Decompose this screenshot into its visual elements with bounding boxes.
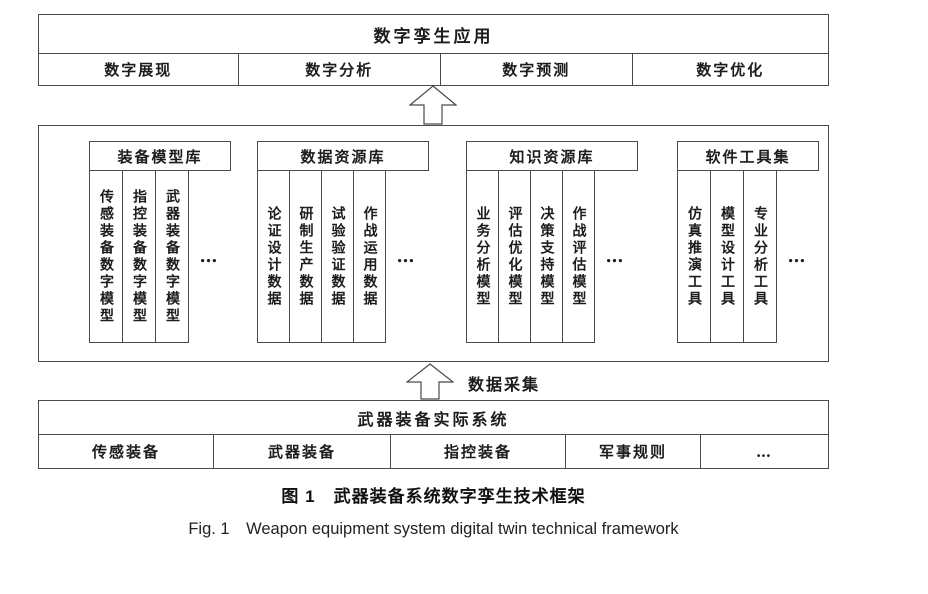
vertical-item-label: 仿真推演工具 — [686, 205, 702, 308]
resource-layer: 装备模型库 传感装备数字模型 指控装备数字模型 武器装备数字模型 … 数据资源库… — [38, 125, 829, 362]
bottom-cell-sensor-equipment: 传感装备 — [39, 435, 214, 468]
vertical-item: 作战评估模型 — [562, 170, 595, 343]
ellipsis: … — [396, 246, 416, 267]
data-collection-label: 数据采集 — [468, 375, 541, 394]
physical-system-cells-row: 传感装备 武器装备 指控装备 军事规则 … — [39, 435, 828, 468]
group-software-toolset: 软件工具集 仿真推演工具 模型设计工具 专业分析工具 … — [677, 141, 819, 343]
vertical-item-label: 业务分析模型 — [474, 205, 491, 308]
ellipsis: … — [605, 246, 625, 267]
vertical-item: 武器装备数字模型 — [155, 170, 189, 343]
vertical-item-label: 传感装备数字模型 — [98, 188, 114, 325]
vertical-item: 决策支持模型 — [530, 170, 563, 343]
vertical-item: 仿真推演工具 — [677, 170, 711, 343]
group-items-row: 论证设计数据 研制生产数据 试验验证数据 作战运用数据 … — [257, 170, 429, 343]
application-cells-row: 数字展现 数字分析 数字预测 数字优化 — [39, 54, 828, 85]
group-title: 装备模型库 — [89, 141, 231, 171]
group-equipment-model-lib: 装备模型库 传感装备数字模型 指控装备数字模型 武器装备数字模型 … — [89, 141, 231, 343]
vertical-item: 模型设计工具 — [710, 170, 744, 343]
vertical-item: 传感装备数字模型 — [89, 170, 123, 343]
vertical-item-label: 指控装备数字模型 — [131, 188, 147, 325]
vertical-item: 专业分析工具 — [743, 170, 777, 343]
vertical-item: 评估优化模型 — [498, 170, 531, 343]
bottom-cell-military-rules: 军事规则 — [566, 435, 701, 468]
application-layer-title-text: 数字孪生应用 — [373, 26, 494, 47]
vertical-item-label: 作战评估模型 — [570, 205, 587, 308]
figure-caption-zh: 图 1 武器装备系统数字孪生技术框架 — [281, 487, 586, 506]
group-items-row: 仿真推演工具 模型设计工具 专业分析工具 … — [677, 170, 819, 343]
vertical-item-label: 模型设计工具 — [719, 205, 735, 308]
application-layer-title: 数字孪生应用 — [39, 15, 828, 54]
vertical-item-label: 武器装备数字模型 — [164, 188, 180, 325]
vertical-item-label: 试验验证数据 — [329, 205, 346, 308]
vertical-item: 论证设计数据 — [257, 170, 290, 343]
bottom-cell-weapon-equipment: 武器装备 — [214, 435, 391, 468]
bottom-cell-command-control-equipment: 指控装备 — [391, 435, 566, 468]
app-cell-digital-display: 数字展现 — [39, 54, 239, 85]
vertical-item-label: 论证设计数据 — [265, 205, 282, 308]
group-title: 数据资源库 — [257, 141, 429, 171]
vertical-item-label: 研制生产数据 — [297, 205, 314, 308]
vertical-item: 作战运用数据 — [353, 170, 386, 343]
vertical-item-label: 决策支持模型 — [538, 205, 555, 308]
application-layer: 数字孪生应用 数字展现 数字分析 数字预测 数字优化 — [38, 14, 829, 86]
ellipsis: … — [199, 246, 219, 267]
vertical-item: 试验验证数据 — [321, 170, 354, 343]
group-data-resource-lib: 数据资源库 论证设计数据 研制生产数据 试验验证数据 作战运用数据 … — [257, 141, 429, 343]
app-cell-digital-optimization: 数字优化 — [696, 61, 765, 79]
group-items-row: 传感装备数字模型 指控装备数字模型 武器装备数字模型 … — [89, 170, 231, 343]
up-arrow-top-icon — [409, 85, 457, 125]
group-items-row: 业务分析模型 评估优化模型 决策支持模型 作战评估模型 … — [466, 170, 638, 343]
vertical-item: 业务分析模型 — [466, 170, 499, 343]
vertical-item: 研制生产数据 — [289, 170, 322, 343]
physical-system-layer: 武器装备实际系统 传感装备 武器装备 指控装备 军事规则 … — [38, 400, 829, 469]
vertical-item-label: 专业分析工具 — [752, 205, 768, 308]
vertical-item-label: 作战运用数据 — [361, 205, 378, 308]
vertical-item-label: 评估优化模型 — [506, 205, 523, 308]
group-knowledge-resource-lib: 知识资源库 业务分析模型 评估优化模型 决策支持模型 作战评估模型 … — [466, 141, 638, 343]
ellipsis: … — [787, 246, 807, 267]
up-arrow-data-collection-icon — [406, 363, 454, 400]
bottom-cell-ellipsis: … — [756, 442, 773, 461]
group-title: 知识资源库 — [466, 141, 638, 171]
physical-system-title: 武器装备实际系统 — [39, 401, 828, 435]
app-cell-digital-prediction: 数字预测 — [441, 54, 633, 85]
vertical-item: 指控装备数字模型 — [122, 170, 156, 343]
group-title: 软件工具集 — [677, 141, 819, 171]
figure-caption-en: Fig. 1 Weapon equipment system digital t… — [188, 520, 679, 538]
app-cell-digital-analysis: 数字分析 — [239, 54, 441, 85]
